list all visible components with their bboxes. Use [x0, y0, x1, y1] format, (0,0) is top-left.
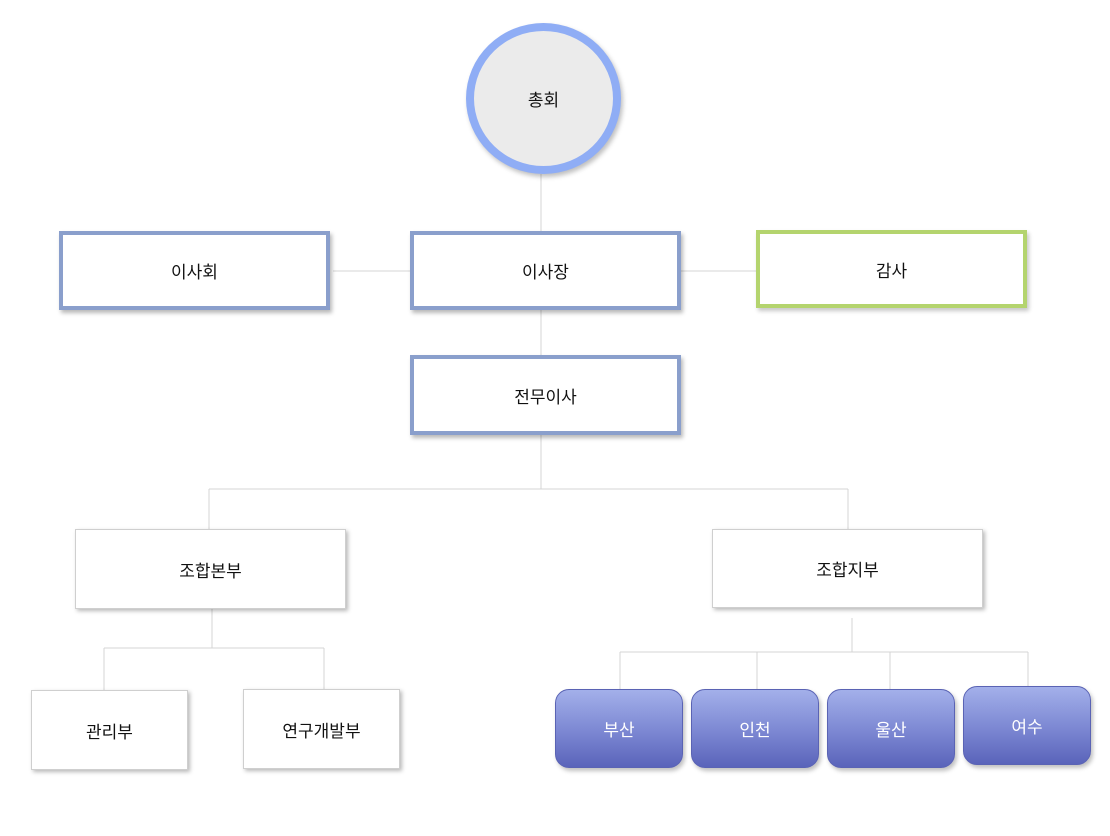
- management-label: 관리부: [86, 722, 133, 743]
- general-assembly-label: 총회: [527, 91, 560, 111]
- executive-director-node: 전무이사: [410, 355, 681, 435]
- chairman-node: 이사장: [410, 231, 681, 310]
- branch-yeosu-node: 여수: [963, 686, 1091, 765]
- rnd-label: 연구개발부: [282, 721, 361, 742]
- branch-office-label: 조합지부: [816, 561, 879, 581]
- headquarters-label: 조합본부: [179, 561, 242, 582]
- branch-incheon-label: 인천: [739, 721, 771, 741]
- auditor-label: 감사: [875, 261, 908, 282]
- branch-ulsan-label: 울산: [875, 721, 907, 741]
- auditor-node: 감사: [756, 230, 1027, 308]
- branch-ulsan-node: 울산: [827, 689, 955, 768]
- chairman-label: 이사장: [522, 263, 569, 283]
- general-assembly-node: 총회: [466, 23, 621, 174]
- headquarters-node: 조합본부: [75, 529, 346, 609]
- branch-yeosu-label: 여수: [1011, 718, 1043, 738]
- management-node: 관리부: [31, 690, 188, 770]
- executive-director-label: 전무이사: [514, 387, 577, 408]
- board-node: 이사회: [59, 231, 330, 310]
- rnd-node: 연구개발부: [243, 689, 400, 769]
- board-label: 이사회: [171, 263, 218, 283]
- branch-office-node: 조합지부: [712, 529, 983, 608]
- branch-incheon-node: 인천: [691, 689, 819, 768]
- branch-busan-node: 부산: [555, 689, 683, 768]
- branch-busan-label: 부산: [603, 721, 635, 741]
